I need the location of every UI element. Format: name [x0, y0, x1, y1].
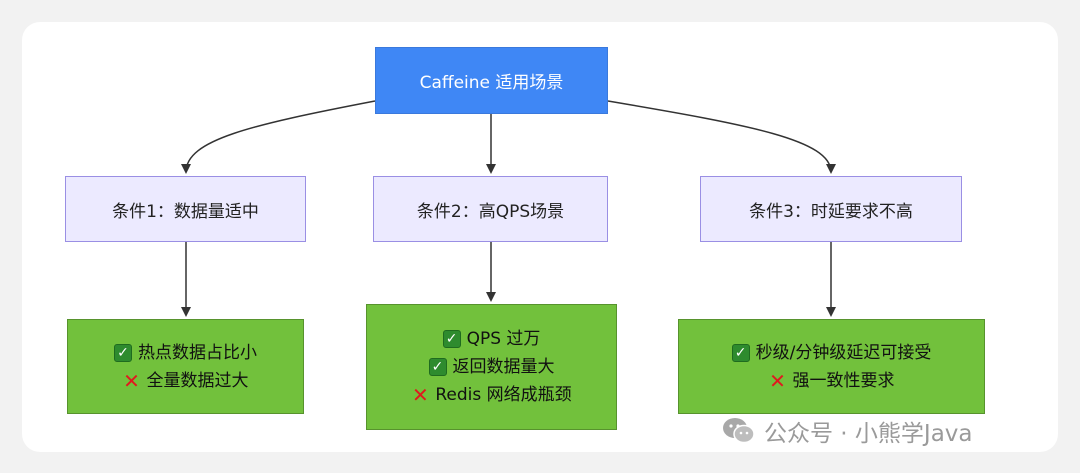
root-node: Caffeine 适用场景 [375, 47, 608, 114]
result-text: 全量数据过大 [146, 370, 249, 391]
wechat-icon [723, 418, 755, 444]
result-line: ✓ QPS 过万 [442, 325, 541, 353]
cross-icon: ✕ [411, 383, 429, 407]
cross-icon: ✕ [769, 368, 786, 393]
condition-node-label: 条件2：高QPS场景 [416, 201, 565, 222]
condition-node-2: 条件2：高QPS场景 [373, 176, 608, 242]
condition-node-1: 条件1：数据量适中 [65, 176, 306, 242]
check-icon: ✓ [114, 343, 132, 362]
result-node-1: ✓ 热点数据占比小 ✕ 全量数据过大 [67, 319, 304, 414]
result-node-3: ✓ 秒级/分钟级延迟可接受 ✕ 强一致性要求 [678, 319, 985, 414]
result-text: QPS 过万 [466, 329, 541, 349]
check-icon: ✓ [731, 343, 750, 362]
result-line: ✓ 热点数据占比小 [114, 339, 257, 367]
watermark: 公众号 · 小熊学Java [722, 414, 973, 448]
result-text: 返回数据量大 [452, 357, 555, 377]
result-text: 热点数据占比小 [138, 342, 257, 363]
result-line: ✓ 秒级/分钟级延迟可接受 [731, 339, 932, 367]
check-icon: ✓ [442, 330, 461, 348]
result-text: 强一致性要求 [792, 370, 895, 391]
cross-icon: ✕ [123, 368, 140, 393]
result-text: 秒级/分钟级延迟可接受 [755, 342, 932, 363]
watermark-text: 公众号 · 小熊学Java [764, 421, 973, 447]
result-line: ✕ Redis 网络成瓶颈 [411, 381, 572, 409]
condition-node-3: 条件3：时延要求不高 [700, 176, 962, 242]
condition-node-label: 条件1：数据量适中 [112, 201, 259, 222]
result-line: ✕ 强一致性要求 [769, 367, 895, 395]
result-text: Redis 网络成瓶颈 [435, 385, 572, 405]
result-line: ✕ 全量数据过大 [123, 367, 249, 395]
result-node-2: ✓ QPS 过万 ✓ 返回数据量大 ✕ Redis 网络成瓶颈 [366, 304, 617, 430]
condition-node-label: 条件3：时延要求不高 [749, 201, 913, 222]
check-icon: ✓ [428, 358, 447, 376]
root-node-label: Caffeine 适用场景 [419, 73, 564, 93]
result-line: ✓ 返回数据量大 [428, 353, 555, 381]
